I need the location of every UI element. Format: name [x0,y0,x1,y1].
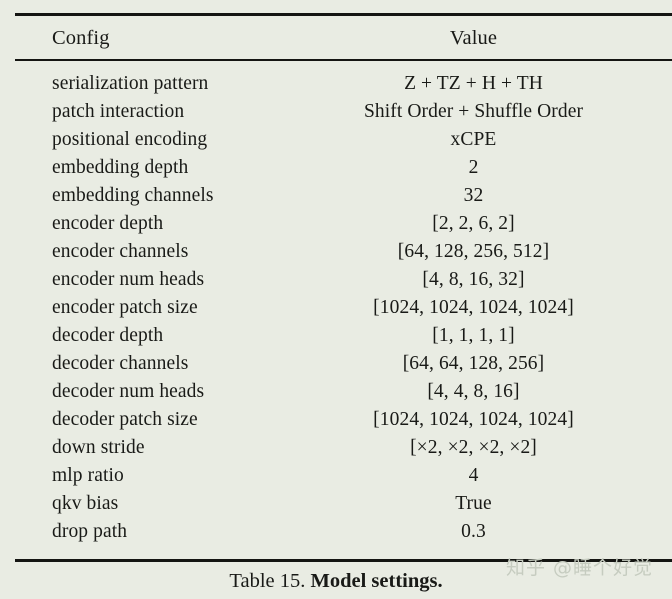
row-value: Z + TZ + H + TH [404,73,543,94]
table-row: embedding depth 2 [0,154,672,182]
row-config-label: serialization pattern [52,73,209,94]
row-config-label: down stride [52,437,145,458]
row-config-label: decoder num heads [52,381,205,402]
row-value: [4, 8, 16, 32] [422,269,525,290]
row-config-label: positional encoding [52,129,208,150]
row-config-label: encoder depth [52,213,164,234]
row-value: xCPE [450,129,497,150]
row-value: [64, 64, 128, 256] [402,353,545,374]
table-row: encoder patch size [1024, 1024, 1024, 10… [0,294,672,322]
row-value: [2, 2, 6, 2] [432,213,515,234]
table-rule-mid [15,59,672,61]
table-row: qkv bias True [0,490,672,518]
table-row: positional encoding xCPE [0,126,672,154]
row-config-label: encoder patch size [52,297,198,318]
row-config-label: encoder channels [52,241,189,262]
row-value: [1024, 1024, 1024, 1024] [373,409,574,430]
table-row: decoder channels [64, 64, 128, 256] [0,350,672,378]
table-row: patch interaction Shift Order + Shuffle … [0,98,672,126]
row-value: [64, 128, 256, 512] [397,241,550,262]
row-config-label: decoder channels [52,353,189,374]
row-config-label: decoder patch size [52,409,198,430]
row-value: 4 [468,465,479,486]
table-row: decoder patch size [1024, 1024, 1024, 10… [0,406,672,434]
table-row: encoder channels [64, 128, 256, 512] [0,238,672,266]
table-header-row: Config Value [0,24,672,52]
row-value: True [455,493,492,514]
row-config-label: embedding depth [52,157,189,178]
table-row: decoder depth [1, 1, 1, 1] [0,322,672,350]
table-rule-top [15,13,672,16]
row-value: Shift Order + Shuffle Order [363,101,584,122]
caption-number: Table 15. [229,570,306,592]
row-config-label: embedding channels [52,185,214,206]
row-value: 0.3 [461,521,486,542]
table-row: encoder num heads [4, 8, 16, 32] [0,266,672,294]
table-row: serialization pattern Z + TZ + H + TH [0,70,672,98]
column-header-value: Value [449,27,498,49]
table-row: drop path 0.3 [0,518,672,546]
table-rule-bottom [15,559,672,562]
table-row: down stride [×2, ×2, ×2, ×2] [0,434,672,462]
column-header-config: Config [52,27,110,49]
table-row: decoder num heads [4, 4, 8, 16] [0,378,672,406]
row-config-label: patch interaction [52,101,185,122]
table-row: mlp ratio 4 [0,462,672,490]
row-value: 32 [463,185,484,206]
table-caption: Table 15. Model settings. [0,568,672,594]
row-value: 2 [468,157,479,178]
row-config-label: qkv bias [52,493,119,514]
caption-title: Model settings. [310,570,443,592]
zhihu-watermark: 知乎 @睡个好觉 [506,557,654,579]
table-row: encoder depth [2, 2, 6, 2] [0,210,672,238]
row-value: [1024, 1024, 1024, 1024] [373,297,574,318]
row-value: [4, 4, 8, 16] [427,381,520,402]
row-config-label: encoder num heads [52,269,205,290]
row-config-label: drop path [52,521,128,542]
row-config-label: decoder depth [52,325,164,346]
row-config-label: mlp ratio [52,465,124,486]
table-row: embedding channels 32 [0,182,672,210]
row-value: [1, 1, 1, 1] [432,325,515,346]
row-value: [×2, ×2, ×2, ×2] [410,437,537,458]
